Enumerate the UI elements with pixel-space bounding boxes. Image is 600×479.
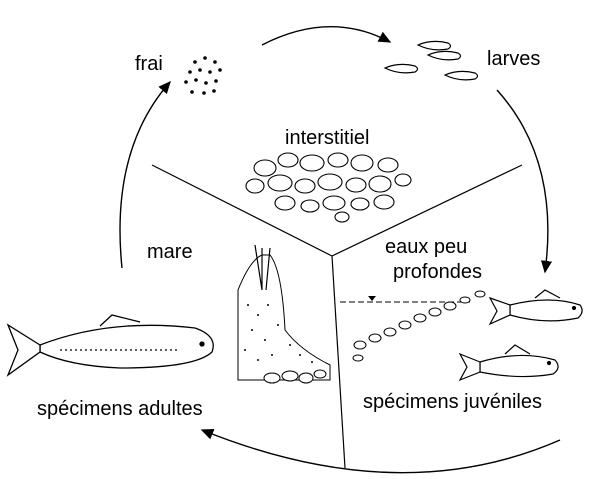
cycle-arrows [119,26,561,474]
label-interstitial: interstitiel [285,127,370,149]
arrow-larvae-to-juveniles [496,89,553,274]
label-juveniles: spécimens juvéniles [363,391,542,413]
label-shallow-water-2: profondes [393,261,482,283]
arrow-adults-to-spawn [119,80,171,269]
label-adults: spécimens adultes [37,398,203,420]
label-larvae: larves [487,48,541,70]
interstitial-stones [245,152,412,223]
label-spawn: frai [135,53,163,75]
larvae [383,40,479,81]
pond-bank [237,244,331,384]
habitat-dividers [151,164,523,469]
juvenile-fish [458,289,583,382]
arrow-spawn-to-larvae [261,26,392,46]
arrow-juveniles-to-adults [200,428,561,474]
label-pond: mare [147,241,193,263]
spawn-eggs [184,56,222,95]
label-shallow-water-1: eaux peu [385,236,468,258]
shallow-water [340,290,486,362]
adult-fish [6,314,214,377]
